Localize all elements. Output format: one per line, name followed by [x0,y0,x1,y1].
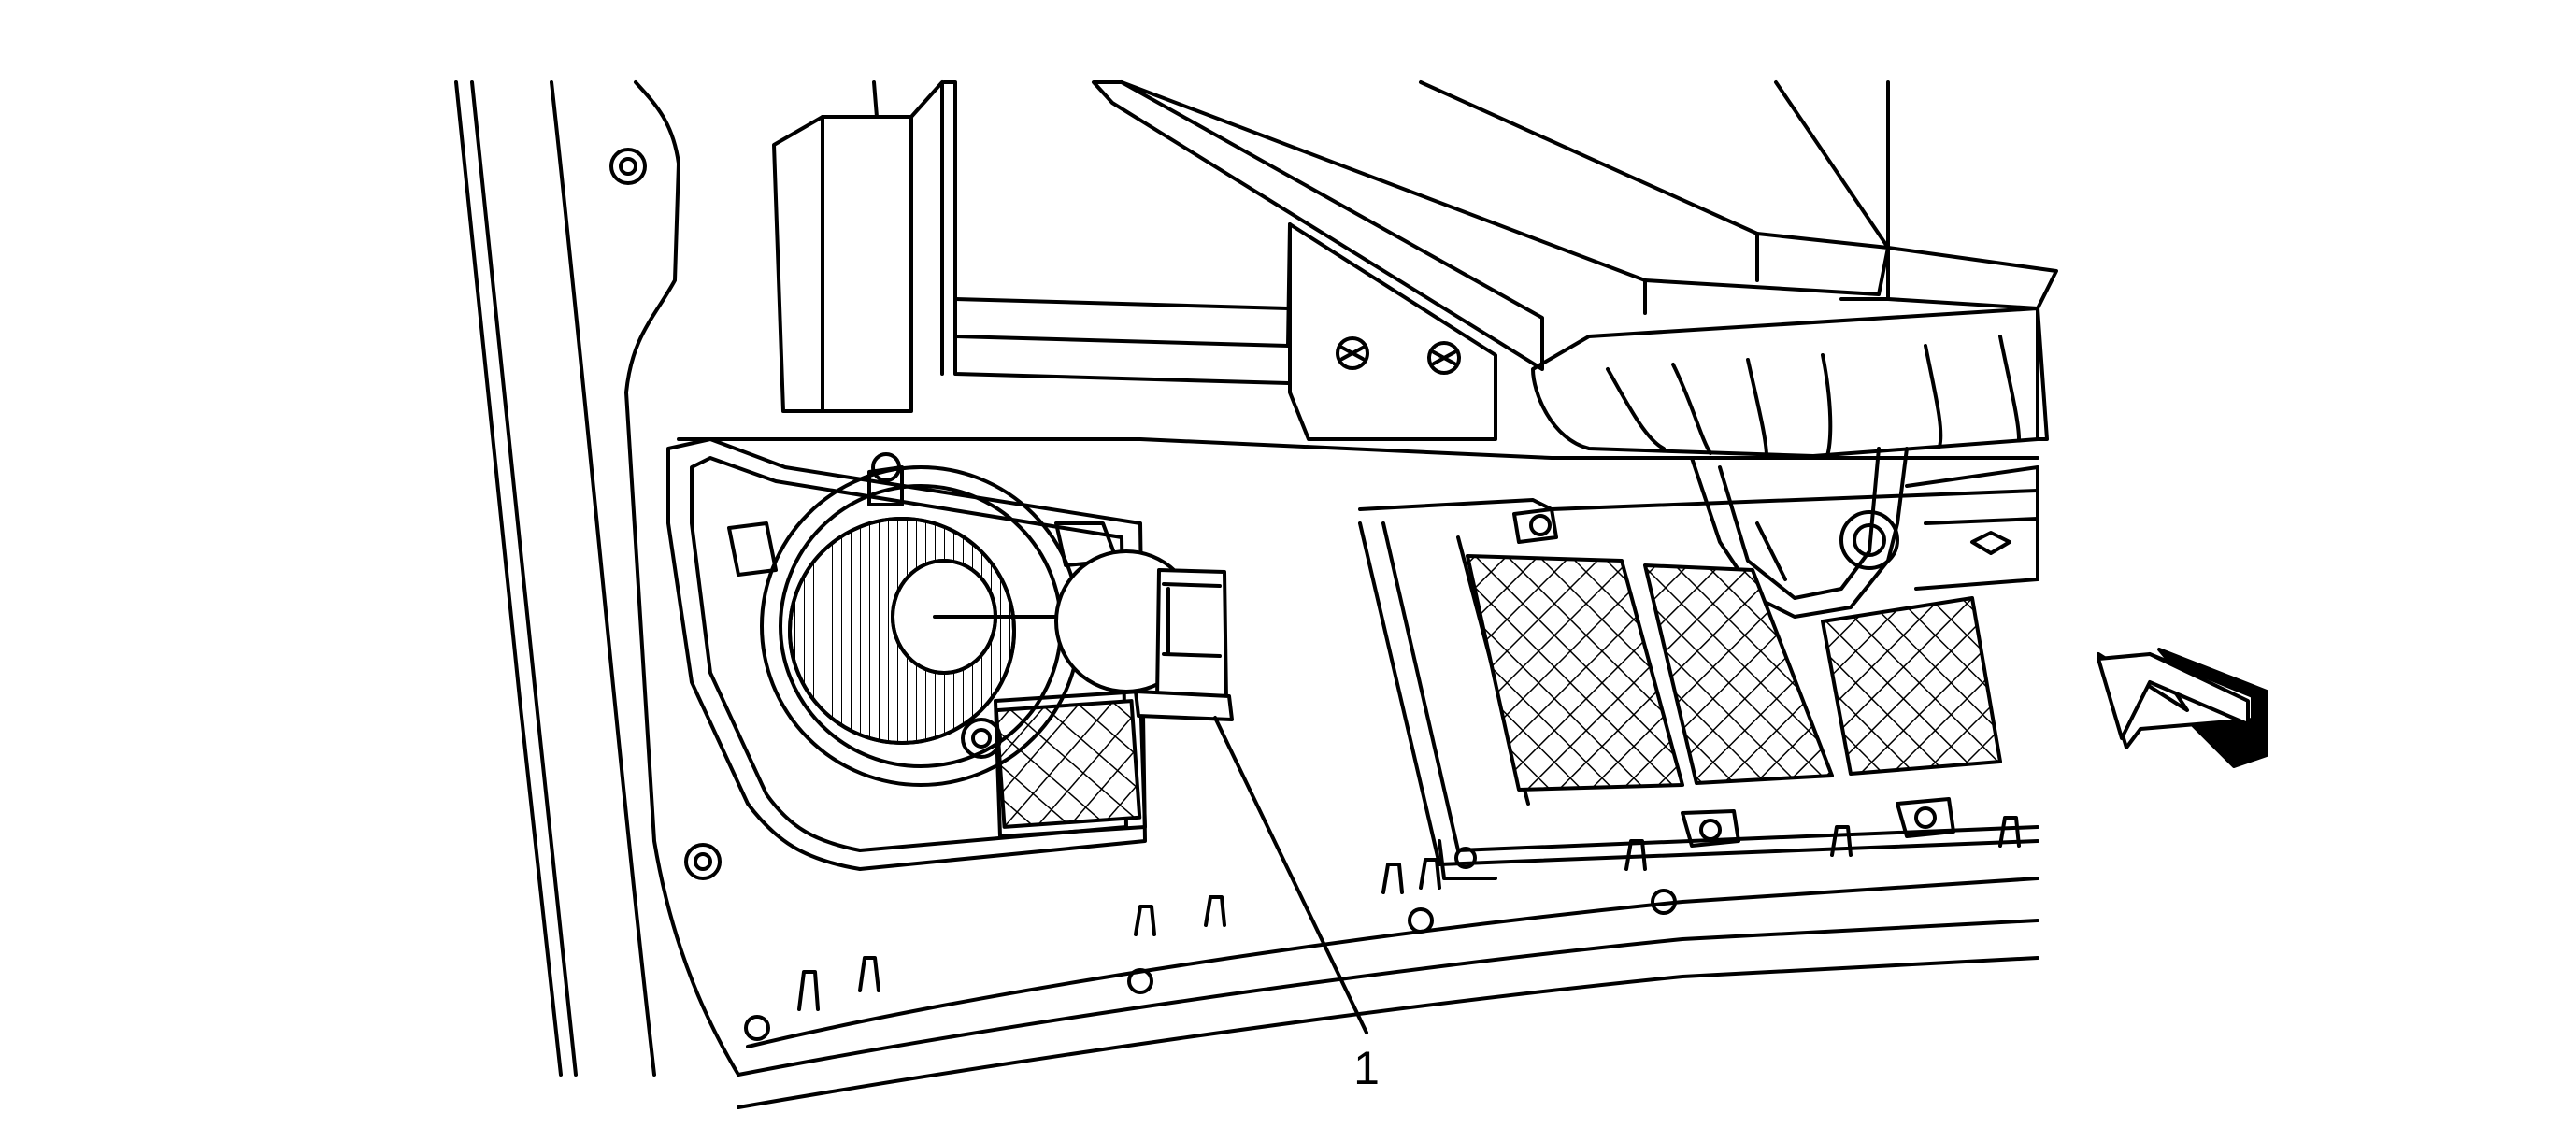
bumper-fascia [677,437,2039,1109]
callout-label-1: 1 [1353,1042,1380,1094]
fog-lamp-bulb-connector [933,549,1234,721]
tow-bracket [1690,447,2039,619]
upper-beam-right [1419,80,2058,310]
radiator-support-block [772,80,1292,413]
grille-mesh-panel-2 [1643,563,1834,785]
grille-mesh-panel-3 [1821,596,2002,776]
callout-1-leader [1213,716,1368,1034]
fender-clip-upper [609,148,647,185]
grille-mesh-panel-1 [1466,554,1684,792]
fender-clip-lower [684,843,722,880]
fog-lamp-assembly [727,452,1119,787]
lower-crossmember [1531,307,2049,458]
fog-lamp-grille-mesh [994,699,1142,829]
fender-edge [454,80,740,1077]
upper-beam-left [1092,80,1647,441]
fascia-clips [744,816,2021,1041]
view-direction-arrow-icon [2097,648,2268,768]
